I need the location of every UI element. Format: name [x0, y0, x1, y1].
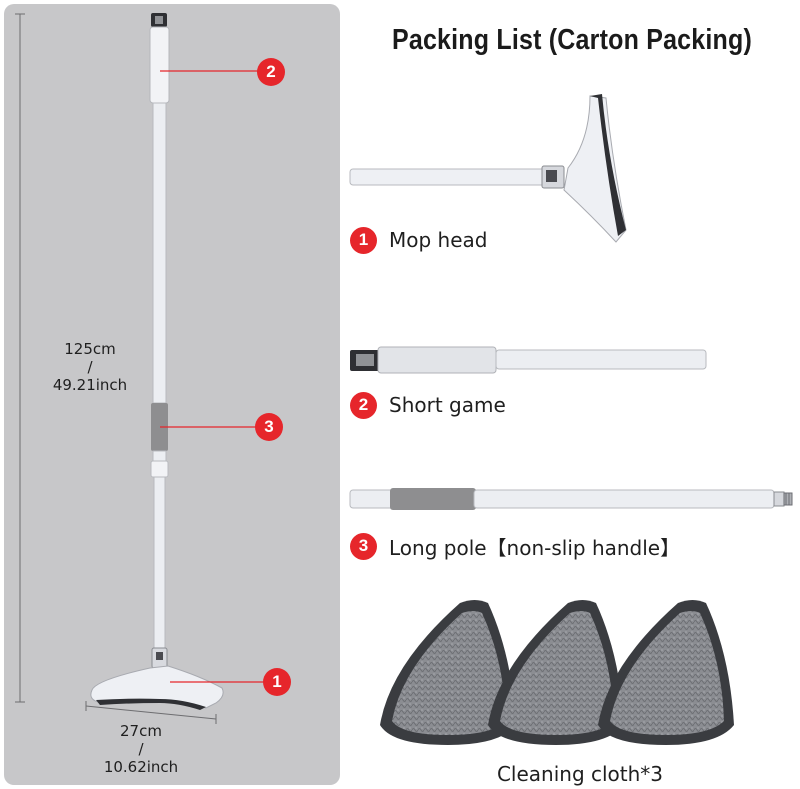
height-inch-text: 49.21inch — [52, 376, 128, 394]
cleaning-cloths-image — [380, 600, 734, 745]
cloth-2 — [488, 600, 624, 745]
callout-badge-mop-head: 1 — [263, 668, 291, 696]
width-cm-text: 27cm — [120, 722, 162, 740]
list-item-short-pole: 2 Short game — [350, 390, 506, 420]
list-item-long-pole: 3 Long pole【non-slip handle】 — [350, 531, 680, 561]
cloth-1 — [380, 600, 516, 745]
cloth-3 — [598, 600, 734, 745]
width-inch-text: 10.62inch — [103, 758, 179, 776]
width-dimension-label: 27cm / 10.62inch — [86, 722, 196, 776]
item-label: Long pole【non-slip handle】 — [389, 535, 681, 560]
item-label: Mop head — [389, 228, 488, 252]
height-cm-text: 125cm — [64, 340, 116, 358]
short-pole-image — [350, 346, 707, 374]
assembled-mop-panel — [4, 4, 340, 785]
callout-badge-short-pole: 2 — [257, 58, 285, 86]
list-item-mop-head: 1 Mop head — [350, 225, 487, 255]
item-number-badge: 3 — [350, 532, 377, 560]
item-label: Short game — [389, 393, 506, 417]
cleaning-cloth-label: Cleaning cloth*3 — [496, 762, 664, 786]
mop-head-image — [349, 94, 627, 243]
width-slash-text: / — [138, 740, 144, 758]
item-number-badge: 2 — [350, 391, 377, 419]
page-title: Packing List (Carton Packing) — [391, 23, 753, 57]
height-dimension-label: 125cm / 49.21inch — [40, 340, 140, 394]
item-number-badge: 1 — [350, 226, 377, 254]
long-pole-image — [349, 488, 793, 510]
height-slash-text: / — [87, 358, 93, 376]
callout-badge-long-pole: 3 — [255, 413, 283, 441]
